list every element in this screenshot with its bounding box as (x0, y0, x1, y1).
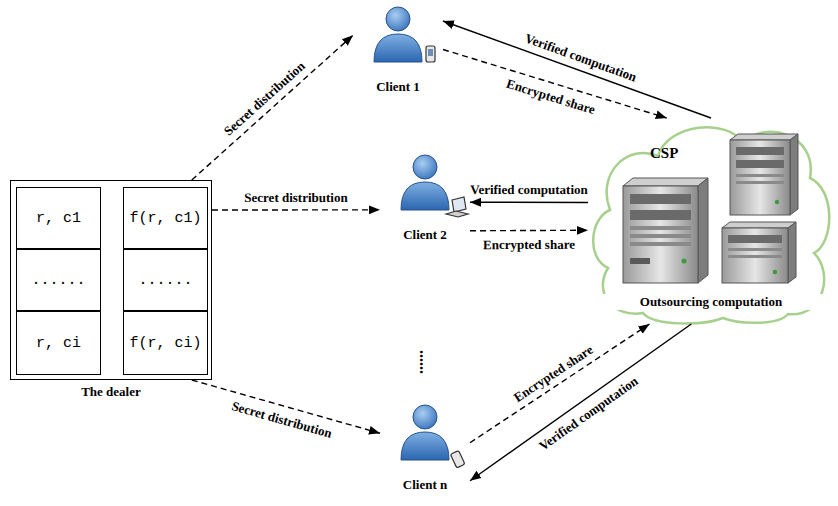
client-name: Client 1 (376, 79, 420, 95)
dealer-label: The dealer (11, 384, 211, 400)
edge-label: Secret distribution (229, 398, 336, 442)
table-cell: f(r, ci) (123, 311, 208, 375)
person-icon (401, 155, 449, 210)
server-icon (722, 222, 796, 283)
server-icon (623, 178, 708, 283)
cell-text: r, ci (36, 335, 81, 352)
dashed-arrow (212, 209, 380, 211)
dashed-arrow (443, 50, 667, 119)
solid-arrow (470, 202, 588, 204)
cell-text: f(r, c1) (129, 210, 201, 227)
solid-arrow (470, 324, 691, 481)
phone-icon (450, 451, 464, 468)
table-cell: r, ci (16, 311, 101, 375)
client-node: Client 1 (353, 2, 443, 97)
person-icon (401, 405, 449, 460)
label-holder: Encrypted share (503, 74, 600, 119)
label-holder: Verified computation (521, 28, 641, 86)
client-name: Client n (403, 477, 447, 493)
table-cell: ...... (16, 249, 101, 311)
label-holder: Secret distribution (228, 396, 336, 443)
table-cell: f(r, c1) (123, 187, 208, 249)
dashed-arrow (470, 230, 588, 232)
cloud-node: CSP Outsourcing computation (588, 118, 834, 324)
person-icon (374, 7, 422, 62)
client-name: Client 2 (403, 227, 447, 243)
server-label: CSP (650, 145, 678, 162)
edge-label: Encrypted share (481, 236, 577, 251)
ellipsis-mark: ...... (418, 348, 433, 376)
client-node: Client 2 (380, 150, 470, 245)
cell-text: r, c1 (36, 210, 81, 227)
laptop-icon (446, 197, 468, 217)
edge-label: Verified computation (535, 372, 643, 455)
edge-label: Secret distribution (242, 190, 349, 205)
cell-text: ...... (138, 272, 192, 289)
edge-label: Encrypted share (503, 75, 599, 117)
label-holder: Secret distribution (242, 188, 349, 206)
label-holder: Secret distribution (218, 55, 310, 140)
server-icon (730, 134, 798, 215)
label-holder: ...... (416, 348, 434, 376)
cell-text: ...... (31, 272, 85, 289)
edge-label: Verified computation (468, 182, 590, 197)
label-holder: Encrypted share (481, 234, 577, 252)
label-holder: Encrypted share (508, 339, 598, 407)
cloud-caption: Outsourcing computation (588, 294, 834, 310)
table-cell: r, c1 (16, 187, 101, 249)
edge-label: Encrypted share (509, 340, 597, 405)
label-holder: Verified computation (468, 180, 590, 198)
label-holder: Verified computation (533, 370, 643, 455)
client-node: Client n (380, 400, 470, 495)
cell-text: f(r, ci) (129, 335, 201, 352)
edge-label: Verified computation (522, 30, 641, 85)
table-cell: ...... (123, 249, 208, 311)
dashed-arrow (192, 35, 353, 180)
edge-label: Secret distribution (219, 57, 309, 140)
phone-icon (426, 46, 435, 62)
dashed-arrow (470, 324, 650, 443)
solid-arrow (443, 21, 711, 118)
dashed-arrow (192, 380, 380, 433)
dealer-box: The dealerr, c1......r, cif(r, c1)......… (10, 180, 212, 380)
